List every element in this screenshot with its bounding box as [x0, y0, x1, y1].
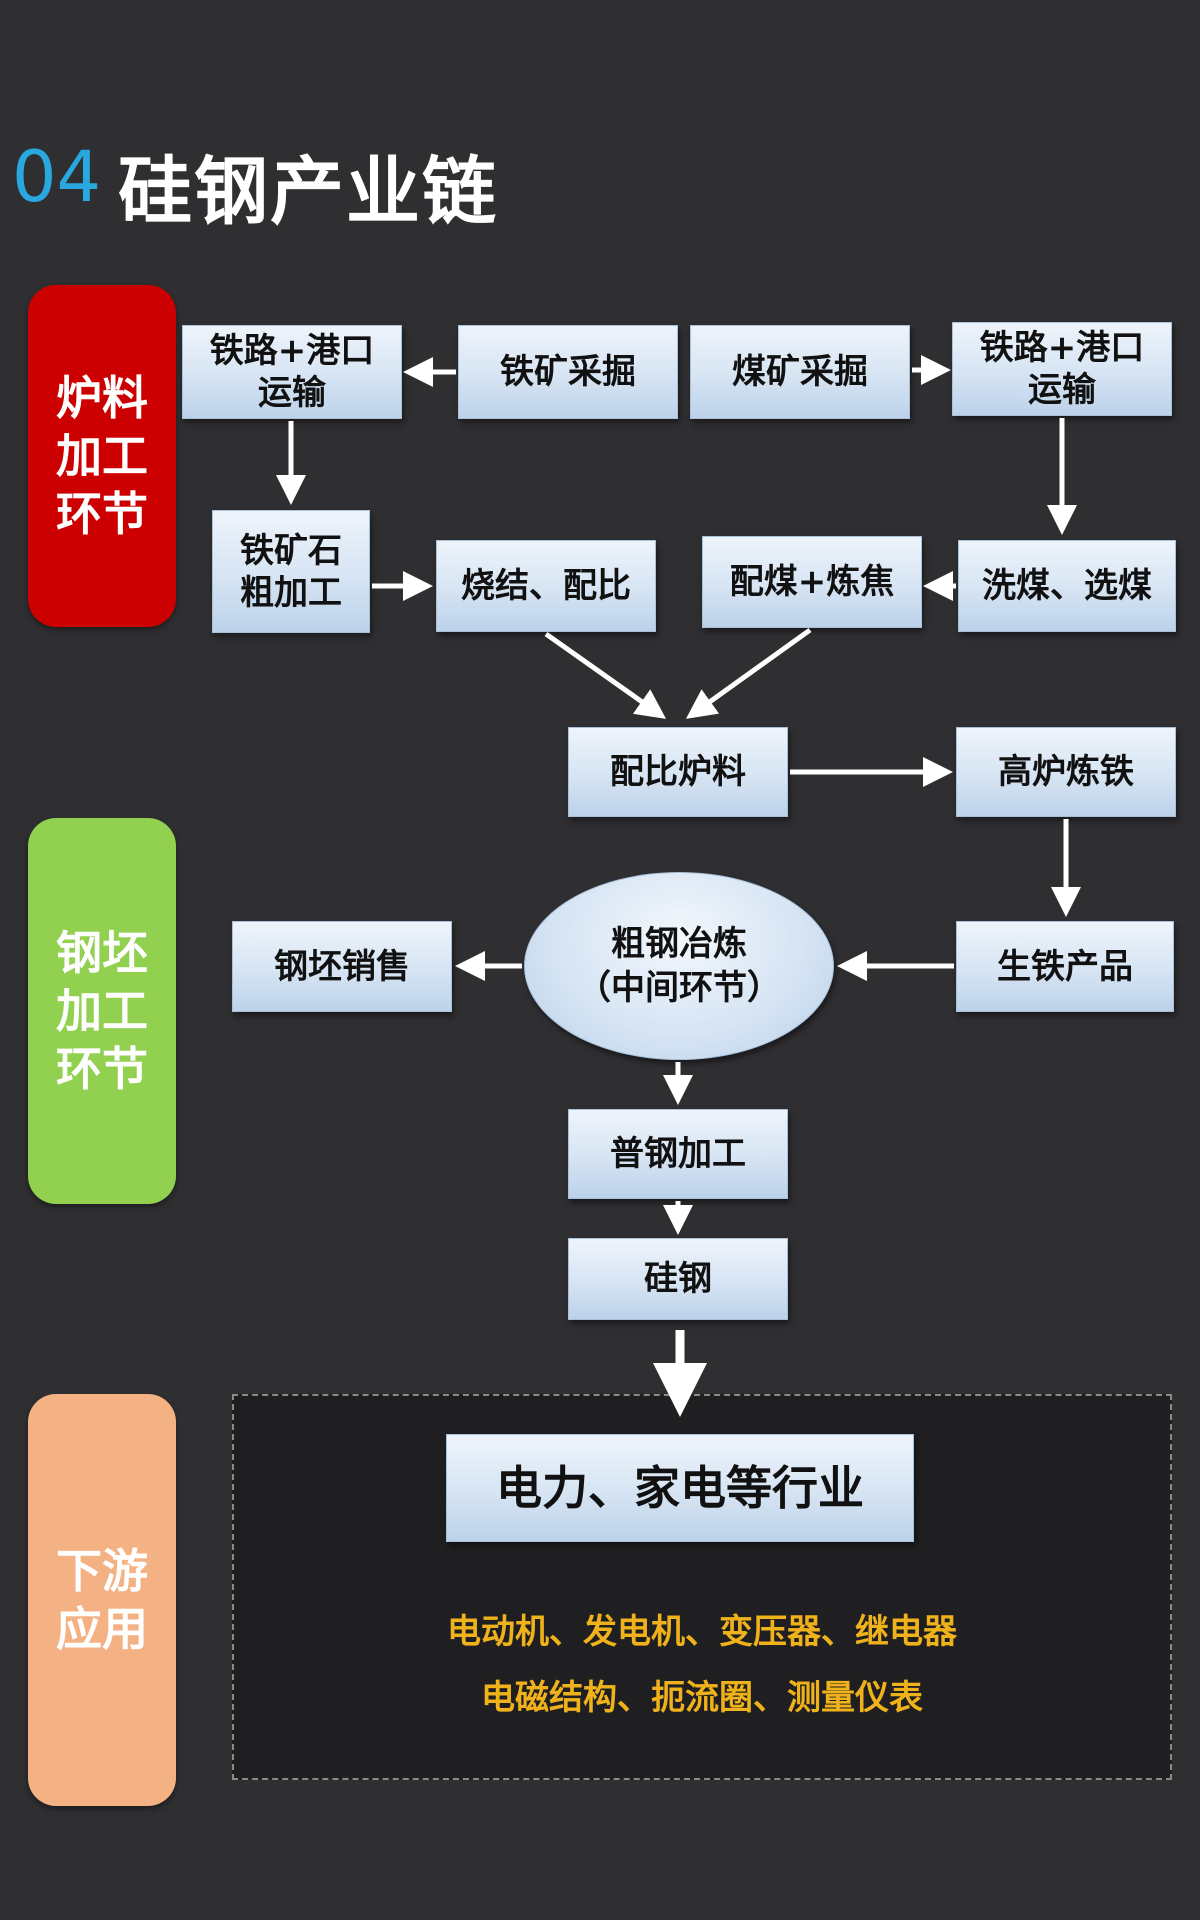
- arrow-coking-to-burden: [685, 627, 812, 719]
- node-billet-sales: 钢坯销售: [232, 921, 452, 1012]
- node-burden-ratio: 配比炉料: [568, 727, 788, 817]
- node-blast-furnace: 高炉炼铁: [956, 727, 1176, 817]
- stage-billet: 钢坯 加工 环节: [28, 818, 176, 1204]
- node-rail-port-right: 铁路+港口 运输: [952, 322, 1172, 416]
- node-rail-port-left: 铁路+港口 运输: [182, 325, 402, 419]
- section-number: 04: [12, 136, 102, 218]
- node-iron-ore-processing: 铁矿石 粗加工: [212, 510, 370, 633]
- node-sinter-ratio: 烧结、配比: [436, 540, 656, 632]
- page-title: 硅钢产业链: [118, 149, 498, 235]
- application-line-1: 电动机、发电机、变压器、继电器: [447, 1612, 957, 1652]
- node-coal-coking: 配煤+炼焦: [702, 536, 922, 628]
- node-common-steel: 普钢加工: [568, 1109, 788, 1199]
- application-line-2: 电磁结构、扼流圈、测量仪表: [481, 1678, 923, 1718]
- node-industries: 电力、家电等行业: [446, 1434, 914, 1542]
- node-iron-mining: 铁矿采掘: [458, 325, 678, 419]
- node-pig-iron: 生铁产品: [956, 921, 1174, 1012]
- node-coal-mining: 煤矿采掘: [690, 325, 910, 419]
- stage-furnace: 炉料 加工 环节: [28, 285, 176, 627]
- arrow-sinter-to-burden: [544, 631, 667, 719]
- node-silicon-steel: 硅钢: [568, 1238, 788, 1320]
- node-crude-steel: 粗钢冶炼 （中间环节）: [524, 872, 834, 1060]
- stage-downstream: 下游 应用: [28, 1394, 176, 1806]
- node-coal-washing: 洗煤、选煤: [958, 540, 1176, 632]
